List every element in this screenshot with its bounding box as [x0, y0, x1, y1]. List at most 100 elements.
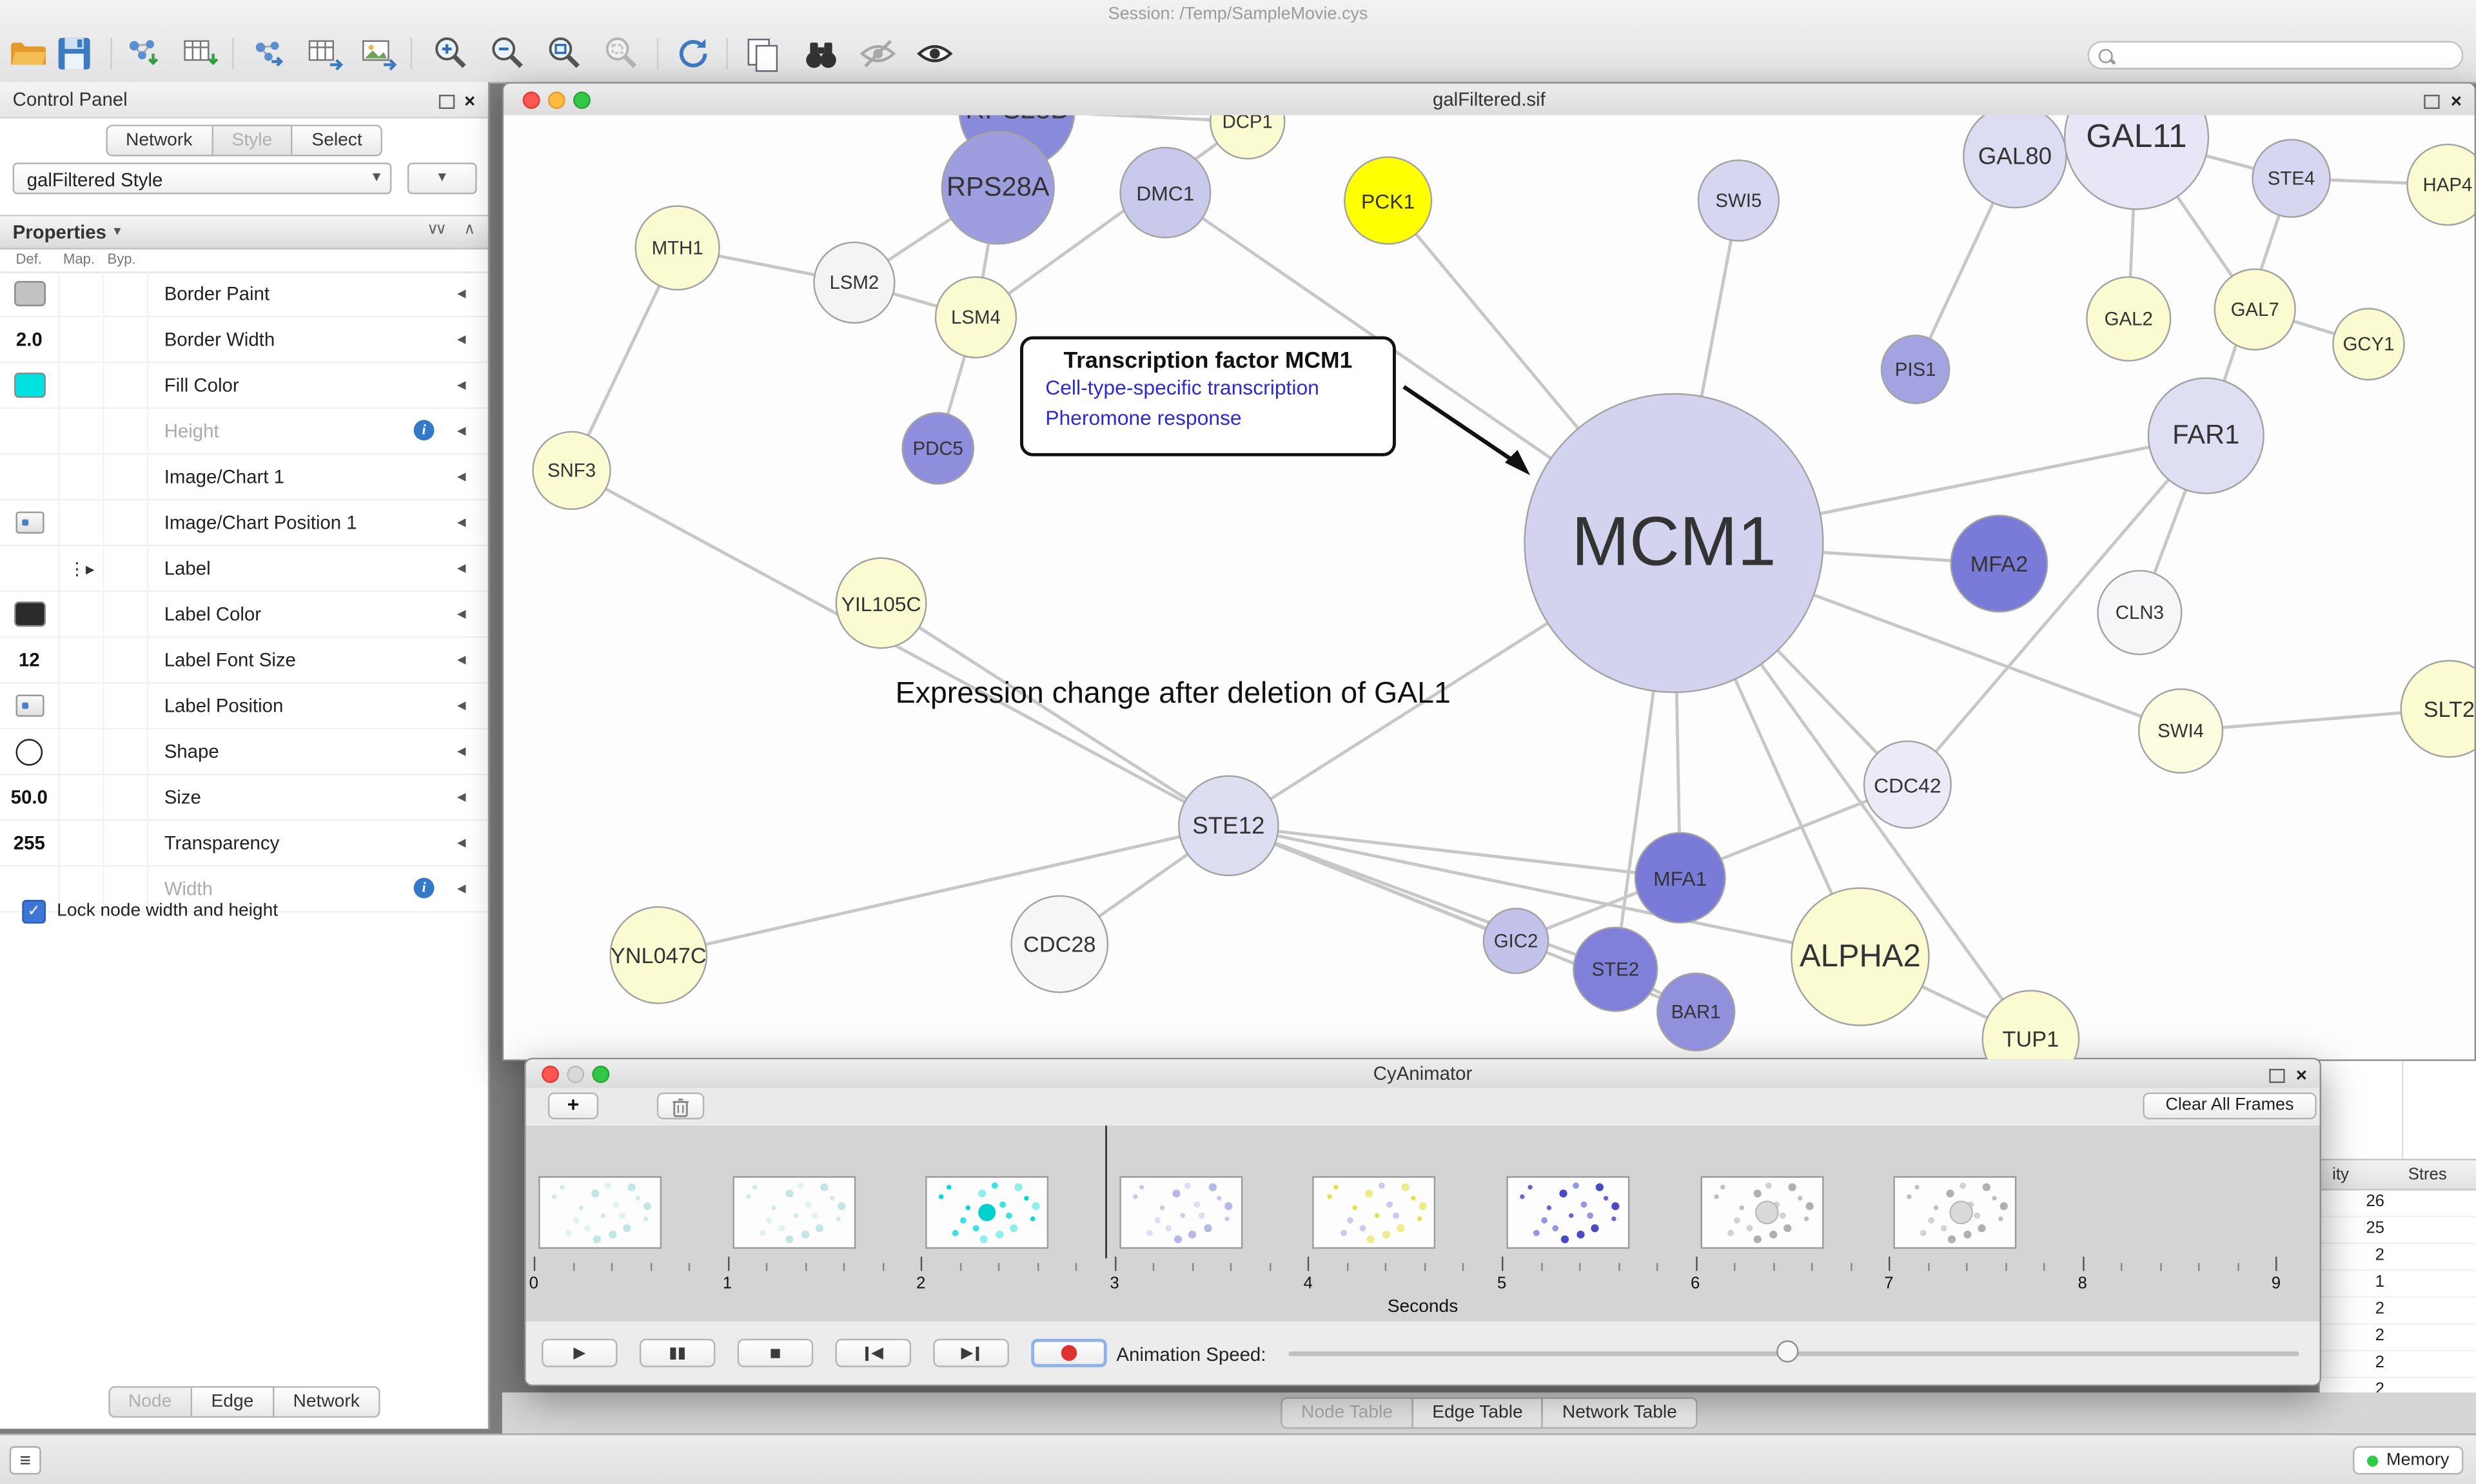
expand-row-icon[interactable]: ◂: [457, 421, 466, 441]
network-node-cdc28[interactable]: CDC28: [1010, 895, 1109, 993]
frame-thumbnail-0[interactable]: [538, 1176, 662, 1249]
network-node-swi5[interactable]: SWI5: [1697, 159, 1780, 242]
position-icon[interactable]: [15, 511, 44, 534]
info-icon[interactable]: i: [413, 420, 435, 441]
frame-thumbnail-6[interactable]: [1700, 1176, 1823, 1249]
info-icon[interactable]: i: [413, 877, 435, 899]
zoom-out-icon[interactable]: [488, 33, 529, 74]
zoom-window-icon[interactable]: [573, 90, 591, 108]
table-tab-node-table[interactable]: Node Table: [1281, 1397, 1413, 1429]
network-node-ynl047c[interactable]: YNL047C: [609, 906, 708, 1004]
skip-to-start-button[interactable]: ◀: [835, 1338, 912, 1367]
property-row-label-color[interactable]: Label Color◂: [0, 592, 488, 638]
network-node-swi4[interactable]: SWI4: [2137, 688, 2224, 774]
network-node-slt2[interactable]: SLT2: [2400, 659, 2475, 758]
network-node-cdc42[interactable]: CDC42: [1863, 740, 1952, 829]
tab-select[interactable]: Select: [293, 124, 383, 157]
network-node-alpha2[interactable]: ALPHA2: [1791, 887, 1930, 1026]
zoom-fit-icon[interactable]: [545, 33, 586, 74]
add-frame-button[interactable]: +: [547, 1092, 599, 1120]
close-window-icon[interactable]: [542, 1064, 559, 1082]
property-row-fill-color[interactable]: Fill Color◂: [0, 363, 488, 409]
cyanimator-titlebar[interactable]: CyAnimator ×: [526, 1059, 2320, 1089]
expand-row-icon[interactable]: ◂: [457, 879, 466, 899]
memory-button[interactable]: Memory: [2353, 1446, 2464, 1475]
minimize-window-icon[interactable]: [567, 1064, 585, 1082]
network-node-gcy1[interactable]: GCY1: [2332, 308, 2405, 381]
frame-thumbnail-7[interactable]: [1893, 1176, 2017, 1249]
save-session-icon[interactable]: [54, 33, 95, 74]
network-node-ste4[interactable]: STE4: [2252, 139, 2331, 218]
frame-thumbnail-2[interactable]: [925, 1176, 1049, 1249]
lock-size-row[interactable]: ✓ Lock node width and height: [22, 897, 278, 925]
network-node-dmc1[interactable]: DMC1: [1119, 146, 1212, 239]
zoom-selected-icon[interactable]: [602, 33, 643, 74]
close-view-icon[interactable]: ×: [2295, 1064, 2307, 1086]
import-network-icon[interactable]: [122, 33, 163, 74]
expand-row-icon[interactable]: ◂: [457, 696, 466, 716]
property-row-image-chart-position-1[interactable]: Image/Chart Position 1◂: [0, 500, 488, 547]
tab-network[interactable]: Network: [105, 124, 213, 157]
network-node-ste2[interactable]: STE2: [1573, 926, 1658, 1012]
network-node-snf3[interactable]: SNF3: [532, 431, 611, 511]
style-options-button[interactable]: ▾: [407, 162, 477, 195]
zoom-in-icon[interactable]: [431, 33, 473, 74]
network-node-mcm1[interactable]: MCM1: [1524, 393, 1824, 694]
show-graphics-details-icon[interactable]: [914, 33, 956, 74]
annotation-link[interactable]: Pheromone response: [1045, 405, 1242, 429]
table-row[interactable]: 2: [2320, 1378, 2476, 1392]
expand-row-icon[interactable]: ◂: [457, 650, 466, 670]
properties-header[interactable]: Properties ▾ ∨∨ ∧: [0, 215, 488, 249]
network-window-titlebar[interactable]: galFiltered.sif ×: [504, 83, 2475, 117]
checkbox-checked-icon[interactable]: ✓: [22, 899, 46, 923]
expand-all-icon[interactable]: ∨∨: [427, 220, 447, 239]
network-node-rps28a[interactable]: RPS28A: [941, 131, 1055, 245]
network-node-ste12[interactable]: STE12: [1177, 775, 1279, 877]
table-row[interactable]: 1: [2319, 1271, 2476, 1298]
close-window-icon[interactable]: [522, 90, 540, 108]
binoculars-icon[interactable]: [801, 33, 842, 74]
close-view-icon[interactable]: ×: [2450, 90, 2462, 112]
zoom-window-icon[interactable]: [592, 1064, 610, 1082]
table-row[interactable]: 2: [2319, 1244, 2476, 1271]
export-table-icon[interactable]: [305, 33, 346, 74]
expand-row-icon[interactable]: ◂: [457, 284, 466, 304]
export-image-icon[interactable]: [359, 33, 400, 74]
table-row[interactable]: 2: [2319, 1298, 2476, 1325]
import-table-icon[interactable]: [180, 33, 221, 74]
expand-row-icon[interactable]: ◂: [457, 788, 466, 807]
style-dropdown[interactable]: galFiltered Style ▾: [12, 162, 392, 195]
network-node-pdc5[interactable]: PDC5: [901, 412, 975, 485]
network-node-mfa1[interactable]: MFA1: [1634, 832, 1726, 924]
annotation-link[interactable]: Cell-type-specific transcription: [1045, 375, 1319, 400]
slider-handle[interactable]: [1776, 1340, 1799, 1363]
subtab-network[interactable]: Network: [274, 1386, 380, 1418]
network-node-gal7[interactable]: GAL7: [2214, 268, 2296, 351]
search-input[interactable]: [2117, 44, 2456, 70]
table-row[interactable]: 26: [2319, 1191, 2476, 1218]
position-icon[interactable]: [15, 694, 44, 717]
expand-row-icon[interactable]: ◂: [457, 834, 466, 853]
network-node-far1[interactable]: FAR1: [2147, 377, 2265, 494]
expand-row-icon[interactable]: ◂: [457, 329, 466, 349]
network-node-mth1[interactable]: MTH1: [634, 205, 720, 291]
network-node-yil105c[interactable]: YIL105C: [835, 557, 927, 649]
frame-thumbnail-3[interactable]: [1119, 1176, 1243, 1249]
tab-style[interactable]: Style: [213, 124, 293, 157]
hide-graphics-details-icon[interactable]: [858, 33, 899, 74]
stop-button[interactable]: ■: [737, 1338, 814, 1367]
network-node-lsm4[interactable]: LSM4: [934, 276, 1017, 358]
skip-to-end-button[interactable]: ▶: [933, 1338, 1009, 1367]
network-node-mfa2[interactable]: MFA2: [1950, 514, 2049, 613]
network-node-hap4[interactable]: HAP4: [2406, 143, 2475, 226]
table-row[interactable]: 25: [2319, 1217, 2476, 1244]
property-row-border-paint[interactable]: Border Paint◂: [0, 271, 488, 318]
float-window-icon[interactable]: [2269, 1068, 2285, 1082]
collapse-all-icon[interactable]: ∧: [464, 220, 475, 239]
property-row-shape[interactable]: Shape◂: [0, 729, 488, 776]
